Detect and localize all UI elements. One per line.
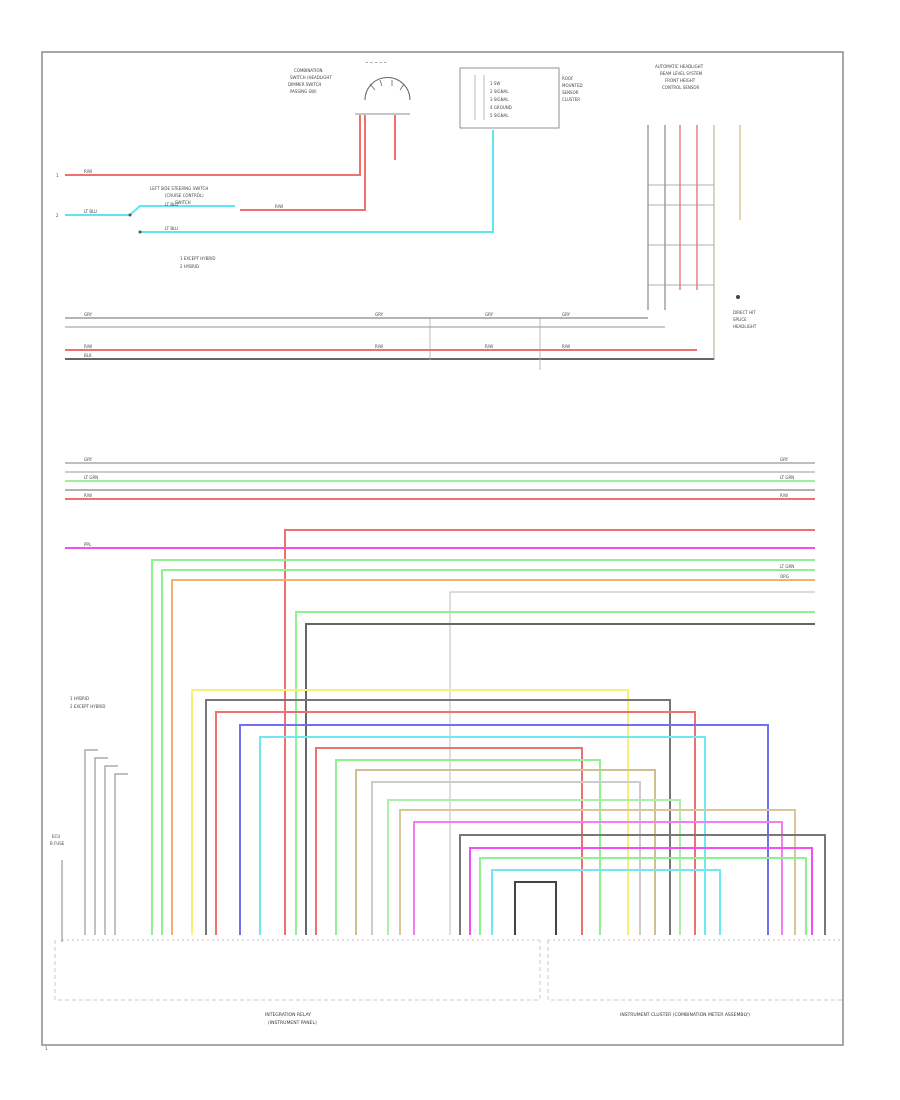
bus-code-gray: GRY xyxy=(84,457,93,462)
bus-code-red-r: R/W xyxy=(780,493,788,498)
wire-code-gray-4: GRY xyxy=(562,312,571,317)
sensor-label-0: ROOF xyxy=(562,76,574,81)
right-top-label-0: AUTOMATIC HEADLIGHT xyxy=(655,64,704,69)
legend-2: 1 HYBRID 2 EXCEPT HYBRID xyxy=(70,696,105,709)
code-pink: PPL xyxy=(84,542,92,547)
wire-code-cyan-2: LT BLU xyxy=(165,226,178,231)
pin-b: 2 xyxy=(56,213,59,218)
wire-code-black-1: BLK xyxy=(84,353,92,358)
bus-code-green: LT GRN xyxy=(84,475,98,480)
wire-code-red-2: R/W xyxy=(275,204,283,209)
wire-code-cyan-3: LT BLU xyxy=(165,202,178,207)
fuse-label: ECU B FUSE xyxy=(50,834,65,846)
right-top-label-3: CONTROL SENSOR xyxy=(662,85,700,90)
wire-code-red-6: R/W xyxy=(562,344,570,349)
ecu-right-box: INSTRUMENT CLUSTER (COMBINATION METER AS… xyxy=(547,940,842,1018)
sensor-pin-3: 3 SIGNAL xyxy=(490,97,509,102)
left-steering-switch: LEFT SIDE STEERING SWITCH (CRUISE CONTRO… xyxy=(150,186,208,205)
lower-routed-wires: PPL LT GRN ORG xyxy=(61,529,826,942)
top-wires: R/W R/W LT BLU LT BLU LT BLU 1 2 xyxy=(56,115,494,234)
left-sw-label-0: LEFT SIDE STEERING SWITCH xyxy=(150,186,208,191)
ground-note-2: HEADLIGHT xyxy=(733,324,757,329)
sensor-block: 1 SW 2 SIGNAL 3 SIGNAL 4 GROUND 5 SIGNAL… xyxy=(459,67,583,129)
wire-code-gray-2: GRY xyxy=(375,312,384,317)
sensor-label-1: MOUNTED xyxy=(562,83,583,88)
ground-note: DIRECT HIT SPLICE HEADLIGHT xyxy=(733,310,757,329)
comb-sw-label-0: COMBINATION xyxy=(294,68,323,73)
mid-bus-wires: GRY R/W BLK GRY R/W GRY R/W GRY R/W xyxy=(65,312,714,370)
left-sw-label-1: (CRUISE CONTROL) xyxy=(165,193,204,198)
legend-2-item-1: 2 EXCEPT HYBRID xyxy=(70,704,105,709)
code-orange-r: ORG xyxy=(780,574,789,579)
fuse-label-1: B FUSE xyxy=(50,841,65,846)
right-top-label-2: FRONT HEIGHT xyxy=(665,78,696,83)
sensor-pin-5: 5 SIGNAL xyxy=(490,113,509,118)
legend-1-item-1: 2 HYBRID xyxy=(180,264,199,269)
wire-code-gray-3: GRY xyxy=(485,312,494,317)
combination-switch: COMBINATION SWITCH (HEADLIGHT DIMMER SWI… xyxy=(288,60,411,115)
wire-code-red-3: R/W xyxy=(84,344,92,349)
sensor-pin-4: 4 GROUND xyxy=(490,105,512,110)
page-number: 1 xyxy=(45,1046,48,1051)
ecu-left-label-0: INTEGRATION RELAY xyxy=(265,1012,311,1018)
comb-sw-label-3: PASSING SW) xyxy=(290,89,317,94)
long-bus-wires: GRY LT GRN R/W GRY LT GRN R/W xyxy=(65,457,815,500)
sensor-label-2: SENSOR xyxy=(562,90,579,95)
ecu-right-label: INSTRUMENT CLUSTER (COMBINATION METER AS… xyxy=(620,1012,750,1018)
pin-a: 1 xyxy=(56,173,59,178)
legend-1-item-0: 1 EXCEPT HYBRID xyxy=(180,256,215,261)
right-top-vertical-wires xyxy=(647,125,741,360)
comb-sw-label-2: DIMMER SWITCH xyxy=(288,82,321,87)
bus-code-gray-r: GRY xyxy=(780,457,789,462)
wire-code-red-1: R/W xyxy=(84,169,92,174)
fuse-label-0: ECU xyxy=(52,834,60,839)
ground-note-1: SPLICE xyxy=(733,317,747,322)
sensor-pin-2: 2 SIGNAL xyxy=(490,89,509,94)
wire-code-gray-1: GRY xyxy=(84,312,93,317)
left-sw-label-2: SWITCH xyxy=(175,200,191,205)
code-green-r: LT GRN xyxy=(780,564,794,569)
ecu-left-label-1: (INSTRUMENT PANEL) xyxy=(268,1020,317,1026)
sensor-pin-1: 1 SW xyxy=(490,81,500,86)
legend-1: 1 EXCEPT HYBRID 2 HYBRID xyxy=(180,256,215,269)
sensor-label-3: CLUSTER xyxy=(562,97,580,102)
bus-code-green-r: LT GRN xyxy=(780,475,794,480)
wire-code-cyan-1: LT BLU xyxy=(84,209,97,214)
comb-sw-ref: ~ ~ ~ ~ ~ xyxy=(365,60,387,65)
ground-note-0: DIRECT HIT xyxy=(733,310,756,315)
right-top-component: AUTOMATIC HEADLIGHT BEAM LEVEL SYSTEM FR… xyxy=(655,64,704,90)
bus-code-red: R/W xyxy=(84,493,92,498)
right-top-label-1: BEAM LEVEL SYSTEM xyxy=(660,71,703,76)
wire-code-red-5: R/W xyxy=(485,344,493,349)
legend-2-item-0: 1 HYBRID xyxy=(70,696,89,701)
comb-sw-label-1: SWITCH (HEADLIGHT xyxy=(290,75,332,80)
ecu-left-box: INTEGRATION RELAY (INSTRUMENT PANEL) xyxy=(54,940,541,1026)
wire-code-red-4: R/W xyxy=(375,344,383,349)
diagram-frame xyxy=(41,51,844,1046)
